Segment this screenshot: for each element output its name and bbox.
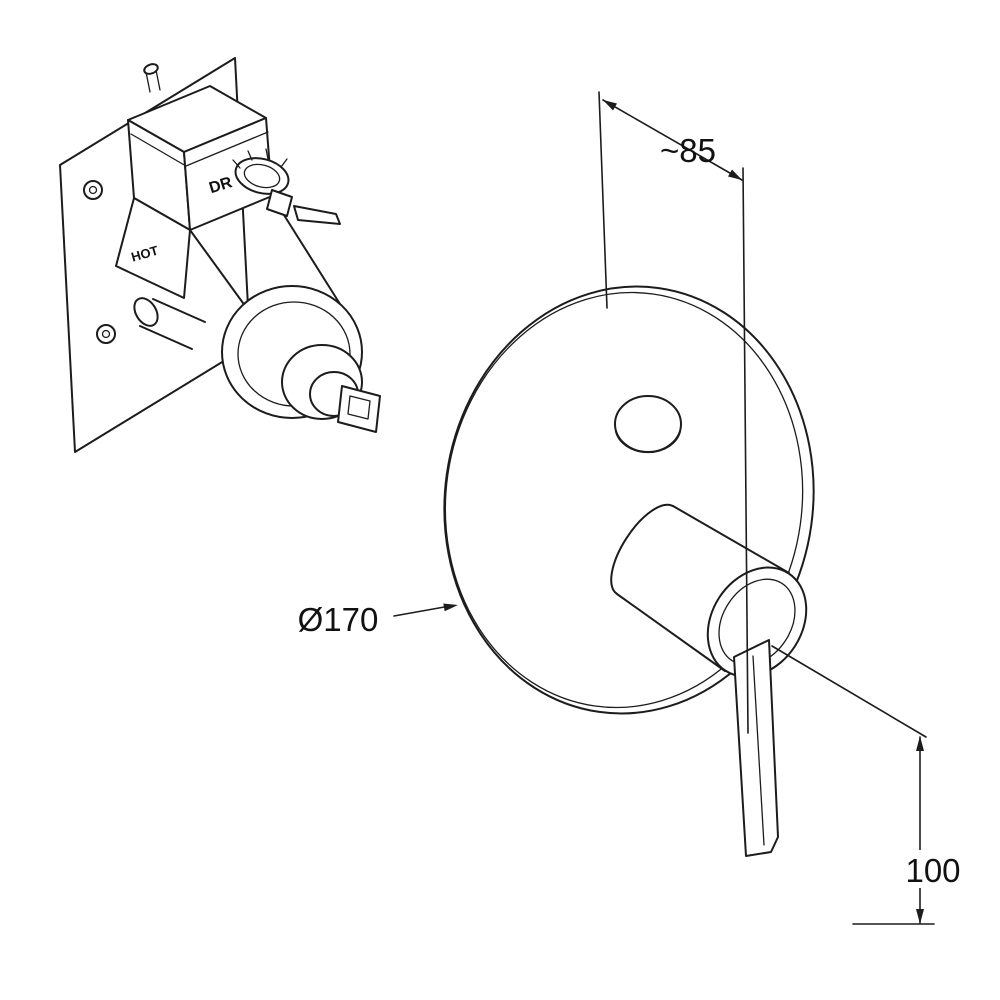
dim-arrow-left — [603, 100, 617, 111]
handle-hub — [610, 503, 808, 678]
side-lever — [293, 205, 341, 225]
cartridge-nut — [232, 148, 293, 217]
concealed-valve-assembly: DR HOT — [59, 57, 381, 453]
dim-handle-length-label: 100 — [905, 852, 960, 889]
dim-arrow-down — [916, 909, 924, 924]
valve-hot-marking: HOT — [129, 243, 160, 265]
inlet-pipe — [133, 297, 206, 350]
trim-plate-rim — [444, 291, 804, 709]
dim-arrow-diameter — [443, 603, 458, 612]
dim-arrow-up — [916, 736, 924, 751]
valve-spindle — [337, 385, 381, 433]
dimension-plate-diameter: Ø170 — [298, 601, 458, 638]
dimension-plate-offset: ~85 — [598, 91, 749, 734]
screw-hole — [83, 180, 103, 200]
handle-lever — [733, 639, 779, 857]
valve-housing — [127, 85, 273, 231]
screw-hole — [96, 324, 116, 344]
dimension-annotations: ~85 Ø170 100 — [298, 91, 965, 925]
diverter-button — [614, 395, 682, 454]
dim-arrow-right — [728, 169, 742, 180]
body-transition-line — [189, 229, 244, 304]
valve-lower-housing — [115, 197, 191, 299]
valve-dr-marking: DR — [207, 174, 234, 197]
valve-top-pin — [143, 63, 161, 93]
dim-plate-offset-label: ~85 — [660, 132, 716, 169]
dimension-handle-length: 100 — [771, 645, 965, 925]
trim-assembly — [443, 285, 815, 857]
dim-plate-diameter-label: Ø170 — [298, 601, 379, 638]
